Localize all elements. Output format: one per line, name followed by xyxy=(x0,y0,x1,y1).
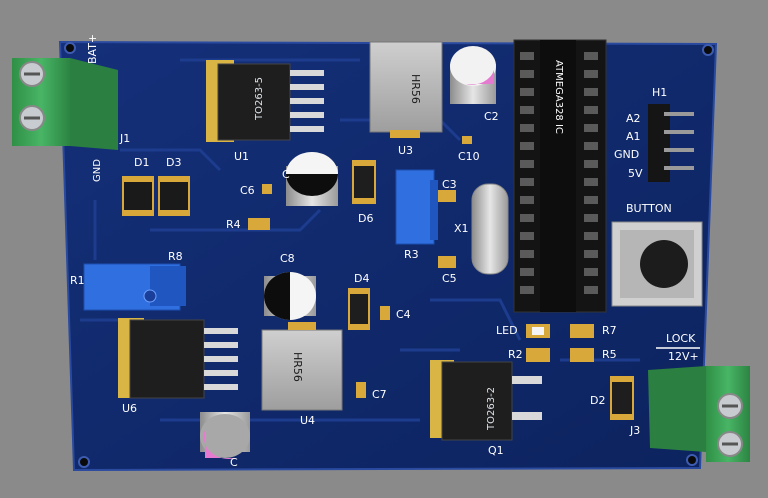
silk-a2: A2 xyxy=(626,112,641,125)
capacitor-c6 xyxy=(262,184,272,194)
capacitor-c7 xyxy=(356,382,366,398)
mounting-holes xyxy=(64,42,714,468)
silk-c10: C10 xyxy=(458,150,480,163)
silk-u3: U3 xyxy=(398,144,413,157)
silk-j1: J1 xyxy=(119,132,130,145)
silk-gnd-j1: GND xyxy=(92,159,103,182)
terminal-block-j1 xyxy=(12,58,118,150)
silk-c8: C8 xyxy=(280,252,295,265)
silk-c2: C2 xyxy=(484,110,499,123)
silk-12v: 12V+ xyxy=(668,350,699,363)
chip-u1-package: TO263-5 xyxy=(254,77,265,121)
regulator-u6 xyxy=(118,318,238,399)
chip-u4-marking: HR56 xyxy=(291,352,304,382)
silk-d6: D6 xyxy=(358,212,373,225)
resistor-r7 xyxy=(570,324,594,338)
silk-j3: J3 xyxy=(629,424,640,437)
capacitor-c4 xyxy=(380,306,390,320)
crystal-x1 xyxy=(471,183,509,275)
capacitor-c5 xyxy=(438,256,456,268)
silk-c-lower: C xyxy=(230,456,238,469)
silk-r7: R7 xyxy=(602,324,617,337)
silk-button: BUTTON xyxy=(626,202,672,215)
capacitor-c3 xyxy=(438,190,456,202)
silk-h1: H1 xyxy=(652,86,667,99)
silk-c-upper: C xyxy=(282,168,290,181)
led-lens xyxy=(532,327,544,335)
silk-lock: LOCK xyxy=(666,332,696,345)
diode-d1 xyxy=(122,176,154,216)
capacitor-c-upper xyxy=(286,152,338,206)
silk-d4: D4 xyxy=(354,272,369,285)
capacitor-c2 xyxy=(450,46,496,104)
silk-q1: Q1 xyxy=(488,444,504,457)
silk-bat-plus: BAT+ xyxy=(86,34,99,64)
inductor-u4 xyxy=(261,322,343,411)
terminal-block-j3 xyxy=(648,366,750,462)
ic-socket-atmega xyxy=(513,39,607,313)
transistor-q1 xyxy=(430,360,542,441)
inductor-u3 xyxy=(369,41,443,138)
chip-q1-package: TO263-2 xyxy=(486,387,497,431)
diode-d6 xyxy=(352,160,376,204)
chip-u3-marking: HR56 xyxy=(409,74,422,104)
silk-c7: C7 xyxy=(372,388,387,401)
silk-r8: R8 xyxy=(168,250,183,263)
diode-d3 xyxy=(158,176,190,216)
resistor-r2 xyxy=(526,348,550,362)
pin-header-h1 xyxy=(648,104,694,182)
capacitor-c10 xyxy=(462,136,472,144)
silk-gnd-h1: GND xyxy=(614,148,639,161)
trimmer-r3 xyxy=(395,169,438,245)
silk-c3: C3 xyxy=(442,178,457,191)
resistor-r5 xyxy=(570,348,594,362)
silk-x1: X1 xyxy=(454,222,469,235)
diode-d4 xyxy=(348,288,370,330)
silk-c5: C5 xyxy=(442,272,457,285)
silk-d1: D1 xyxy=(134,156,149,169)
regulator-u1 xyxy=(206,60,324,142)
silk-atmega-ic: ATMEGA328 IC xyxy=(553,60,564,134)
silk-led: LED xyxy=(496,324,518,337)
silk-c6: C6 xyxy=(240,184,255,197)
silk-r5: R5 xyxy=(602,348,617,361)
silk-r3: R3 xyxy=(404,248,419,261)
silk-d3: D3 xyxy=(166,156,181,169)
resistor-r4 xyxy=(248,218,270,230)
silk-u4: U4 xyxy=(300,414,315,427)
trimmer-r1 xyxy=(83,263,186,311)
socket-pins xyxy=(520,52,598,294)
capacitor-c-lower xyxy=(200,412,250,459)
silk-r2: R2 xyxy=(508,348,523,361)
silk-5v: 5V xyxy=(628,167,643,180)
silk-a1: A1 xyxy=(626,130,641,143)
silk-u6: U6 xyxy=(122,402,137,415)
silk-r4: R4 xyxy=(226,218,241,231)
diode-d2 xyxy=(610,376,634,420)
silk-r1: R1 xyxy=(70,274,85,287)
silk-d2: D2 xyxy=(590,394,605,407)
silk-c4: C4 xyxy=(396,308,411,321)
silk-u1: U1 xyxy=(234,150,249,163)
capacitor-c8 xyxy=(264,272,316,320)
push-button xyxy=(611,221,703,307)
